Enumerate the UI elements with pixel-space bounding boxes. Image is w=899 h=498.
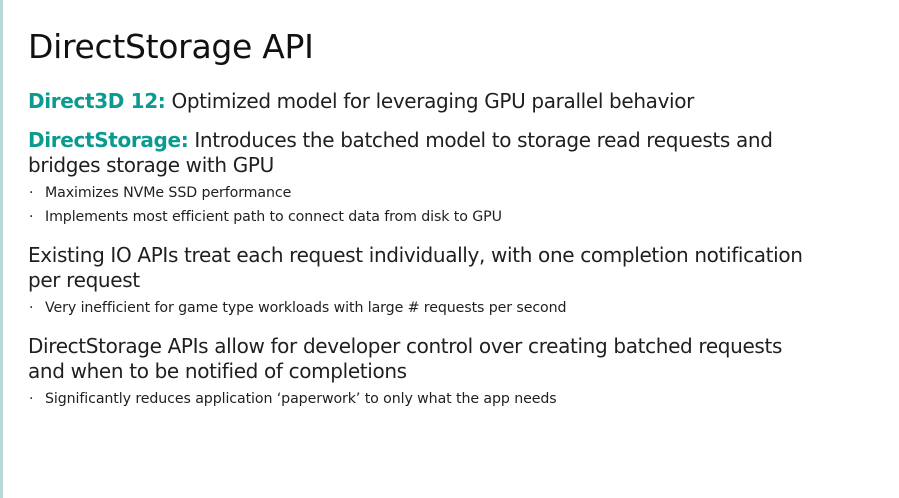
point-existing-io-apis-text: Existing IO APIs treat each request indi… [28, 243, 878, 293]
directstorage-description-line-2: bridges storage with GPU [28, 153, 274, 177]
existing-io-apis-bullets: · Very inefficient for game type workloa… [28, 296, 878, 320]
point-directstorage-text: DirectStorage: Introduces the batched mo… [28, 128, 878, 178]
slide-title: DirectStorage API [28, 27, 314, 66]
direct3d-description: Optimized model for leveraging GPU paral… [171, 89, 695, 113]
point-existing-io-apis: Existing IO APIs treat each request indi… [28, 243, 878, 320]
directstorage-description-line-1: Introduces the batched model to storage … [194, 128, 773, 152]
bullet-text: Significantly reduces application ‘paper… [45, 391, 557, 407]
bullet-dot-icon: · [29, 185, 34, 201]
bullet-text: Very inefficient for game type workloads… [45, 300, 567, 316]
bullet-item: · Implements most efficient path to conn… [28, 205, 878, 229]
bullet-text: Implements most efficient path to connec… [45, 209, 502, 225]
bullet-dot-icon: · [29, 391, 34, 407]
left-divider [0, 0, 3, 498]
bullet-item: · Very inefficient for game type workloa… [28, 296, 878, 320]
bullet-dot-icon: · [29, 209, 34, 225]
bullet-item: · Significantly reduces application ‘pap… [28, 387, 878, 411]
directstorage-apis-line-2: and when to be notified of completions [28, 359, 407, 383]
bullet-dot-icon: · [29, 300, 34, 316]
point-directstorage: DirectStorage: Introduces the batched mo… [28, 128, 878, 229]
existing-io-apis-line-1: Existing IO APIs treat each request indi… [28, 243, 803, 267]
direct3d-term: Direct3D 12: [28, 89, 166, 113]
directstorage-bullets: · Maximizes NVMe SSD performance · Imple… [28, 181, 878, 229]
point-directstorage-apis: DirectStorage APIs allow for developer c… [28, 334, 878, 411]
point-directstorage-apis-text: DirectStorage APIs allow for developer c… [28, 334, 878, 384]
bullet-text: Maximizes NVMe SSD performance [45, 185, 292, 201]
slide-content: Direct3D 12: Optimized model for leverag… [28, 89, 878, 425]
directstorage-term: DirectStorage: [28, 128, 189, 152]
point-direct3d: Direct3D 12: Optimized model for leverag… [28, 89, 878, 114]
existing-io-apis-line-2: per request [28, 268, 140, 292]
directstorage-apis-line-1: DirectStorage APIs allow for developer c… [28, 334, 783, 358]
directstorage-apis-bullets: · Significantly reduces application ‘pap… [28, 387, 878, 411]
bullet-item: · Maximizes NVMe SSD performance [28, 181, 878, 205]
point-direct3d-text: Direct3D 12: Optimized model for leverag… [28, 89, 878, 114]
